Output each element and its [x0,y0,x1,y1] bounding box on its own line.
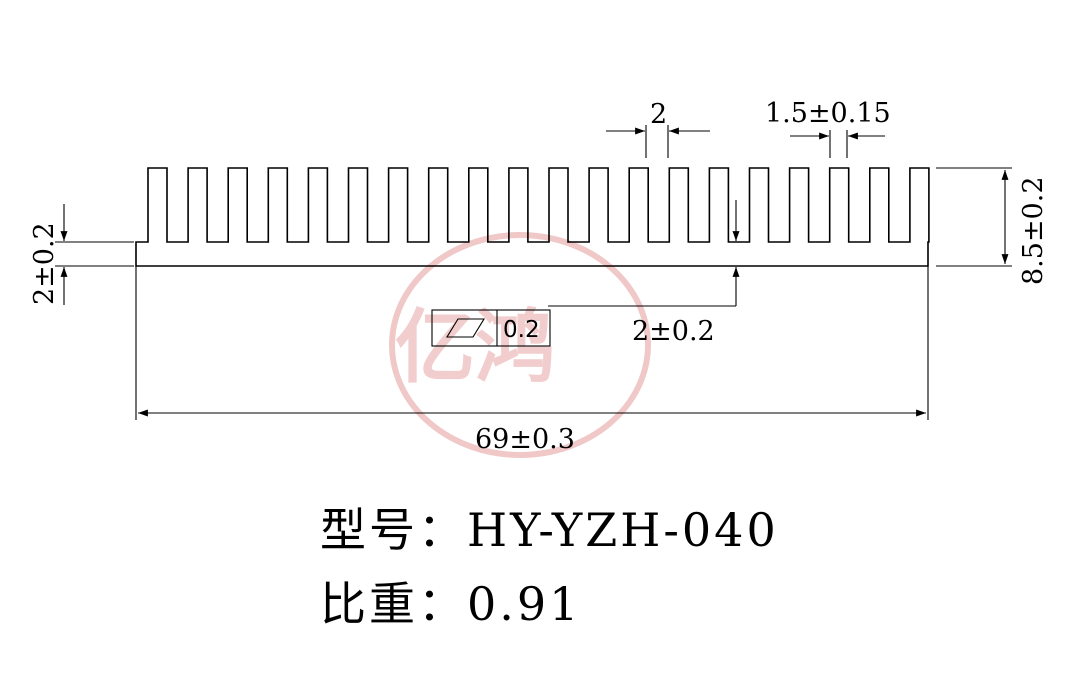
watermark-logo: 亿鸿 [389,232,651,458]
dim-fin-thickness: 1.5±0.15 [765,98,891,140]
flatness-tolerance: 0.2 [503,317,540,343]
model-label: 型号： [320,503,467,557]
dim-total-width-label: 69±0.3 [475,424,575,455]
extension-lines [55,125,1012,420]
heatsink-profile [135,167,930,267]
flatness-icon [446,318,485,338]
dim-total-width: 69±0.3 [138,409,926,455]
dim-fin-thickness-label: 1.5±0.15 [765,98,891,129]
density-value: 0.91 [467,577,582,631]
dim-fin-pitch: 2 [606,99,710,135]
density-line: 比重：0.91 [320,568,581,634]
dim-total-height-label: 8.5±0.2 [1018,176,1049,285]
dim-base-left-label: 2±0.2 [29,222,60,305]
model-value: HY-YZH-040 [467,503,779,557]
flatness-frame: 0.2 [431,309,551,347]
density-label: 比重： [320,577,467,631]
dim-fin-pitch-label: 2 [650,99,667,130]
model-line: 型号：HY-YZH-040 [320,494,779,560]
watermark-text: 亿鸿 [395,301,555,394]
dim-base-inner: 2±0.2 [548,200,740,347]
dim-base-inner-label: 2±0.2 [632,316,715,347]
dim-total-height: 8.5±0.2 [1001,170,1049,285]
dim-base-left: 2±0.2 [29,204,68,305]
